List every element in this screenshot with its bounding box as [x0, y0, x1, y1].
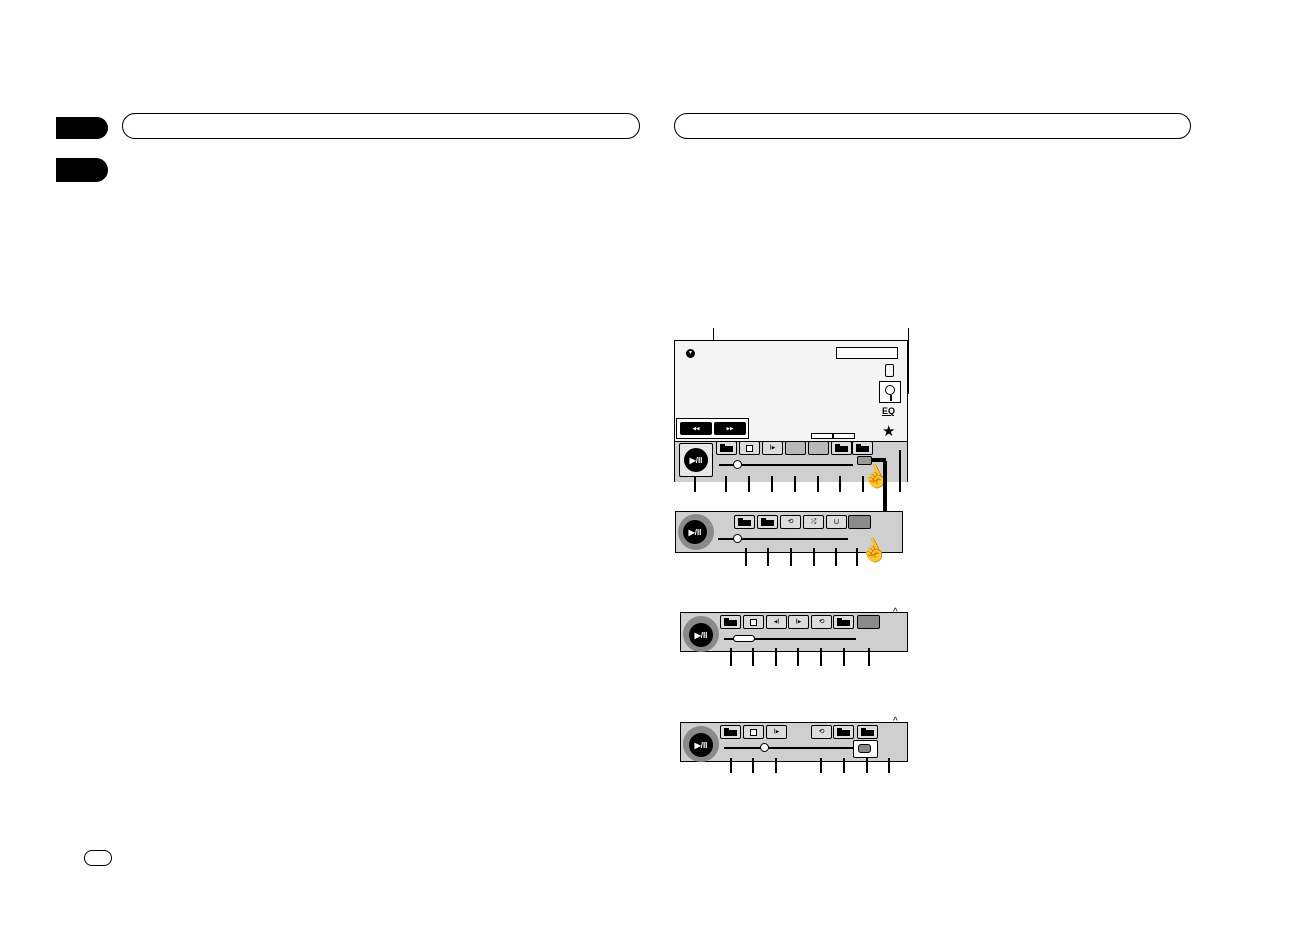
- function-button-4[interactable]: [785, 441, 806, 455]
- folder-button-2[interactable]: [831, 441, 852, 455]
- progress-track-3: [724, 638, 856, 640]
- stop-button[interactable]: [739, 441, 760, 455]
- folder-button-p2-1[interactable]: [734, 515, 755, 529]
- progress-knob-4[interactable]: [760, 743, 769, 752]
- folder-button-3[interactable]: [852, 441, 873, 455]
- switch-arrow: [881, 461, 887, 540]
- up-caret-p3: ^: [893, 607, 898, 618]
- rewind-button[interactable]: ◂◂: [680, 422, 712, 435]
- star-icon[interactable]: ★: [882, 423, 896, 440]
- search-icon-handle: [890, 395, 892, 401]
- folder-button-p4-3[interactable]: [857, 725, 878, 739]
- function-button-5[interactable]: [808, 441, 829, 455]
- repeat-button-p4[interactable]: ⟲: [811, 725, 832, 739]
- page-select-inner: [858, 744, 871, 753]
- random-button-p2[interactable]: ⤮: [803, 515, 824, 529]
- search-icon-lens: [885, 385, 895, 395]
- page-button[interactable]: [857, 456, 872, 465]
- progress-track-2: [718, 538, 848, 540]
- folder-button-p4-2[interactable]: [833, 725, 854, 739]
- slow-play-button[interactable]: I▸: [762, 441, 783, 455]
- slow-forward-button-p4[interactable]: I▸: [766, 725, 787, 739]
- play-pause-button[interactable]: ▶/II: [684, 448, 708, 472]
- header-bar-right: [674, 113, 1191, 139]
- eq-label: EQ: [882, 406, 896, 416]
- folder-button-p3-2[interactable]: [833, 615, 854, 629]
- repeat-button-p2[interactable]: ⟲: [780, 515, 801, 529]
- folder-button-p4-1[interactable]: [720, 725, 741, 739]
- page-number-oval: [84, 850, 112, 866]
- time-bar-left: [811, 433, 833, 439]
- source-label-box: [836, 347, 898, 359]
- time-bar-right: [833, 433, 855, 439]
- stop-button-p3[interactable]: [743, 615, 764, 629]
- slow-forward-button-p3[interactable]: I▸: [788, 615, 809, 629]
- folder-button-p2-2[interactable]: [757, 515, 778, 529]
- section-tab-2: [56, 158, 108, 182]
- section-tab-1: [56, 117, 108, 139]
- page-button-p3[interactable]: [857, 615, 880, 629]
- eq-icon[interactable]: EQ: [882, 406, 900, 420]
- callout-line-2: [908, 328, 909, 393]
- play-pause-button-3[interactable]: ▶/II: [689, 623, 713, 647]
- progress-fill-3: [733, 635, 755, 642]
- progress-track-1: [719, 464, 853, 466]
- progress-track-4: [724, 747, 856, 749]
- page-select-box[interactable]: [853, 740, 878, 758]
- switch-arrow-top: [872, 458, 886, 462]
- play-pause-button-4[interactable]: ▶/II: [689, 733, 713, 757]
- folder-button-p3-1[interactable]: [720, 615, 741, 629]
- audio-button-p2[interactable]: ⊔: [826, 515, 847, 529]
- search-icon[interactable]: [879, 381, 901, 403]
- stop-button-p4[interactable]: [743, 725, 764, 739]
- repeat-button-p3[interactable]: ⟲: [811, 615, 832, 629]
- folder-button-1[interactable]: [716, 441, 737, 455]
- forward-button[interactable]: ▸▸: [714, 422, 746, 435]
- progress-knob-1[interactable]: [733, 460, 742, 469]
- slow-reverse-button-p3[interactable]: ◂I: [766, 615, 787, 629]
- chevron-down-icon[interactable]: ▾: [686, 349, 695, 358]
- play-pause-button-2[interactable]: ▶/II: [683, 520, 707, 544]
- header-bar-left: [122, 113, 640, 139]
- page-button-p2[interactable]: [848, 515, 871, 529]
- phone-icon[interactable]: [885, 364, 894, 377]
- up-caret-p4: ^: [893, 716, 898, 727]
- progress-knob-2[interactable]: [733, 534, 742, 543]
